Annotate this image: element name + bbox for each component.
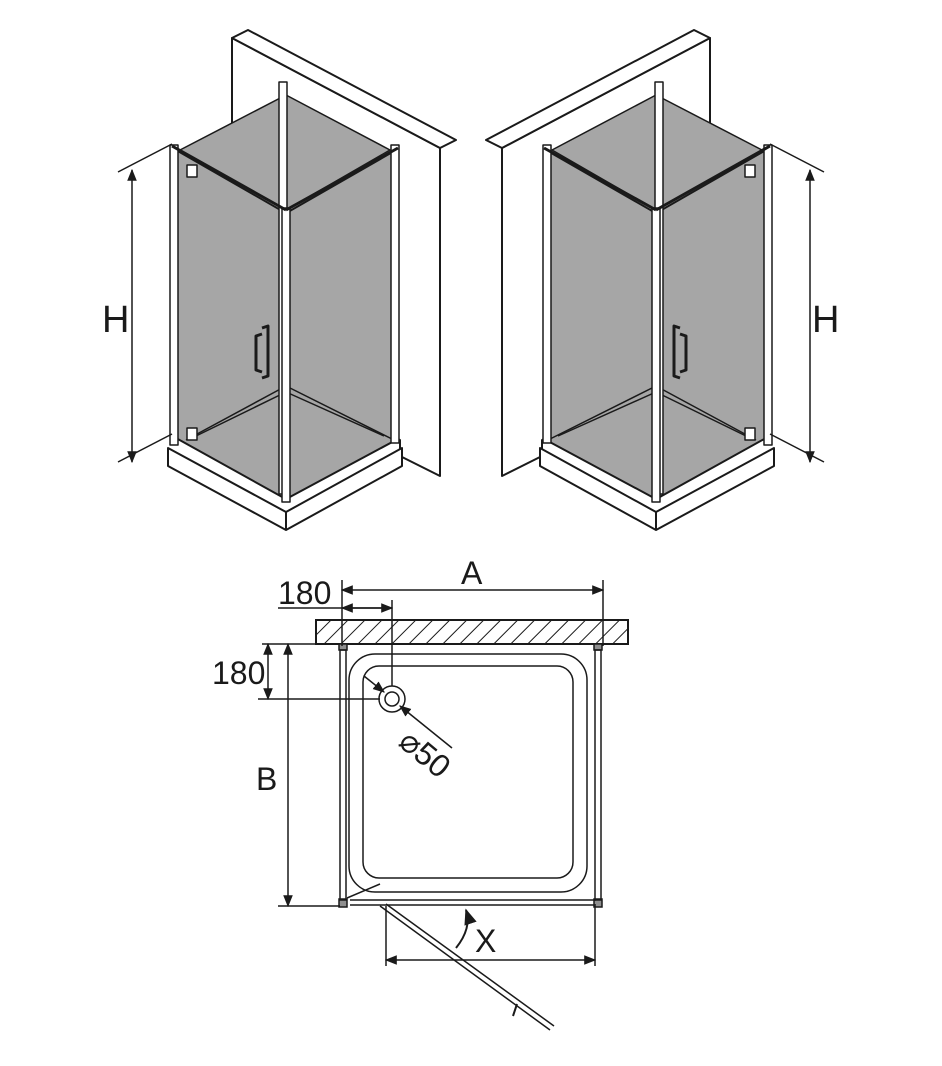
left-isometric-view bbox=[117, 29, 457, 531]
glass-door-panel bbox=[175, 149, 285, 499]
height-label-left: H bbox=[102, 299, 129, 341]
wall-section bbox=[315, 619, 629, 645]
right-isometric-view bbox=[485, 29, 825, 531]
glass-side-panel bbox=[287, 149, 397, 499]
drain-offset-x-label: 180 bbox=[278, 575, 331, 611]
drain-outer bbox=[378, 685, 406, 713]
tray-inner-outline bbox=[362, 665, 574, 879]
height-dimension-right bbox=[769, 143, 825, 464]
depth-label: B bbox=[256, 761, 277, 797]
open-door-panel bbox=[385, 903, 555, 1027]
door-handle-left bbox=[254, 324, 270, 380]
glass-side-panel-right bbox=[545, 149, 655, 499]
height-dimension-left bbox=[117, 143, 173, 464]
width-label: A bbox=[461, 555, 483, 591]
plan-view bbox=[315, 619, 629, 1031]
glass-door-panel-right bbox=[657, 149, 767, 499]
plan-dimensions bbox=[258, 580, 605, 966]
drain-diameter-label: ⌀50 bbox=[392, 722, 457, 785]
drain-inner bbox=[384, 691, 400, 707]
door-handle-right bbox=[672, 324, 688, 380]
height-label-right: H bbox=[812, 299, 839, 341]
door-opening-label: X bbox=[475, 923, 496, 959]
drain-offset-y-label: 180 bbox=[212, 655, 265, 691]
tray-outer-outline bbox=[348, 653, 588, 893]
